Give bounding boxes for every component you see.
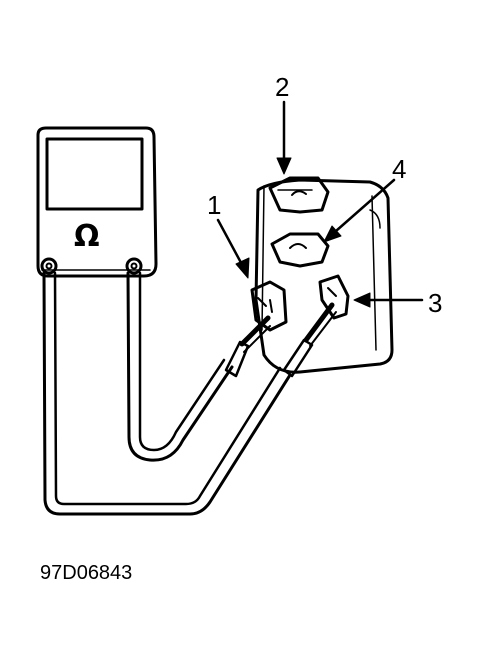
callout-label-1: 1 [207,190,222,220]
terminal-1 [250,280,288,332]
multimeter [36,126,158,278]
figure-id: 97D06843 [40,562,133,584]
callout-arrows [216,100,424,308]
terminal-2 [268,176,330,214]
callout-label-4: 4 [392,154,407,184]
meter-display [45,137,144,211]
test-lead-2 [42,271,337,516]
meter-jack-left [40,257,58,275]
probe-1 [224,340,250,378]
terminal-4 [270,232,330,268]
relay-housing [254,178,394,374]
terminal-3 [318,274,350,320]
test-lead-1 [126,271,271,462]
callout-label-2: 2 [275,72,290,102]
callout-label-3: 3 [428,288,443,318]
ohm-symbol: Ω [74,219,100,254]
meter-jack-right [125,257,143,275]
